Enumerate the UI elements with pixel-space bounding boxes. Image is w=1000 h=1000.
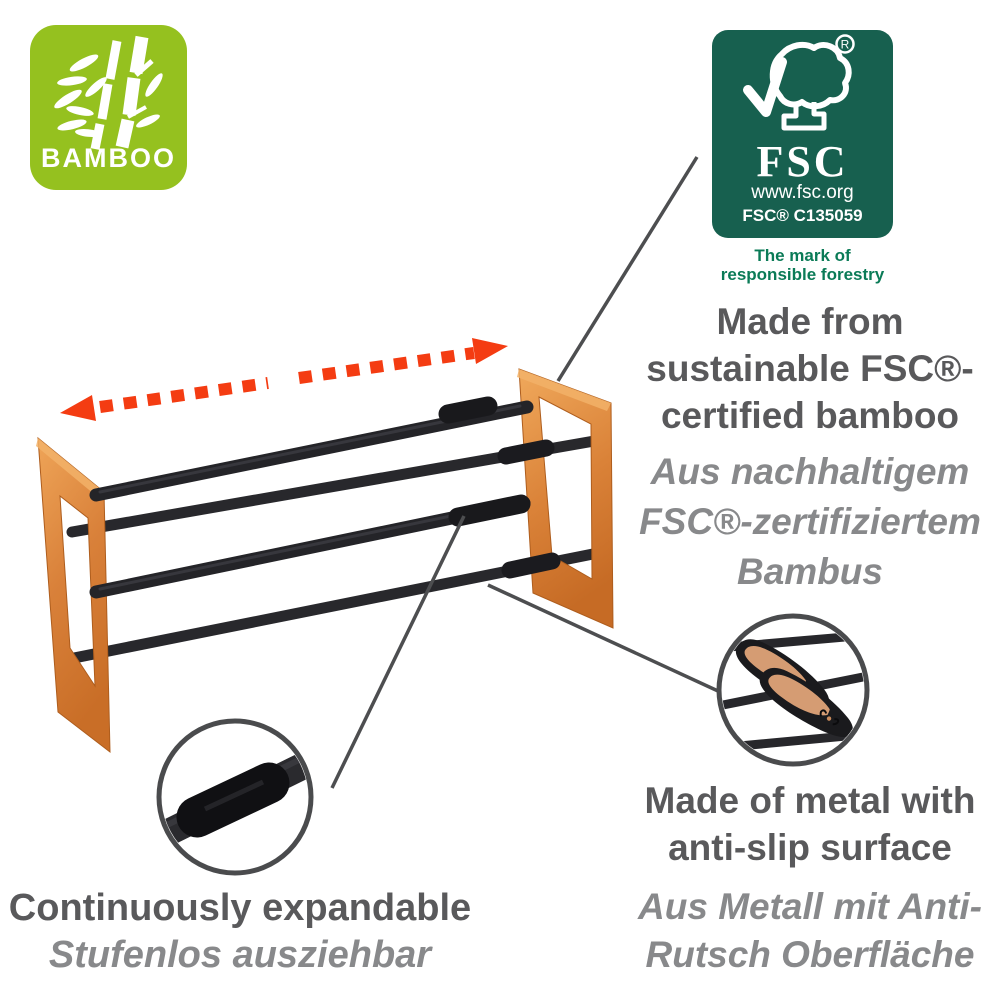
- joint-callout-line: [330, 515, 466, 789]
- fsc-tagline: The mark of responsible forestry: [700, 246, 905, 284]
- bamboo-material-sub-line2: FSC®-zertifiziertem: [639, 501, 981, 542]
- fsc-acronym: FSC: [756, 137, 849, 186]
- fsc-callout-line: [556, 156, 699, 382]
- fsc-website: www.fsc.org: [751, 182, 854, 203]
- bamboo-material-heading-line1: Made from: [716, 301, 904, 342]
- ballet-flats: [735, 639, 853, 737]
- expandable-heading: Continuously expandable: [8, 887, 472, 929]
- expandable-subheading: Stufenlos ausziehbar: [48, 934, 432, 976]
- fsc-tagline-line1: The mark of: [754, 246, 851, 265]
- callout-metal-surface: Made of metal with anti-slip surface Aus…: [622, 777, 998, 979]
- bamboo-frame-left: [36, 436, 111, 754]
- shoes-on-shelf-detail: [716, 613, 870, 767]
- bamboo-icon: [54, 35, 163, 150]
- callout-expandable: Continuously expandable Stufenlos auszie…: [5, 884, 475, 978]
- fsc-badge: R FSC www.fsc.org FSC® C135059: [712, 30, 893, 238]
- rack-front-bars: [89, 396, 534, 599]
- bamboo-material-heading-line3: certified bamboo: [660, 395, 960, 436]
- bamboo-badge-label: BAMBOO: [41, 143, 176, 173]
- metal-heading-line2: anti-slip surface: [668, 827, 952, 868]
- svg-text:R: R: [841, 38, 850, 52]
- fsc-tagline-line2: responsible forestry: [720, 265, 885, 284]
- bamboo-material-sub-line1: Aus nachhaltigem: [650, 451, 970, 492]
- rack-back-bar-sleeves: [497, 439, 561, 579]
- bamboo-badge: BAMBOO: [30, 25, 187, 190]
- bamboo-material-heading-line2: sustainable FSC®-: [646, 348, 974, 389]
- rack-back-bars: [66, 434, 606, 664]
- expansion-arrow-icon: [60, 338, 508, 421]
- telescopic-joint-detail: [156, 718, 314, 876]
- callout-lines: [330, 156, 719, 789]
- bamboo-material-sub-line3: Bambus: [737, 551, 883, 592]
- fsc-license-code: FSC® C135059: [742, 206, 863, 225]
- fsc-tree-icon: R: [743, 34, 855, 131]
- metal-sub-line1: Aus Metall mit Anti-: [638, 886, 982, 927]
- shelf-callout-line: [487, 583, 719, 693]
- metal-heading-line1: Made of metal with: [644, 780, 976, 821]
- metal-sub-line2: Rutsch Oberfläche: [645, 934, 975, 975]
- callout-bamboo-material: Made from sustainable FSC®- certified ba…: [622, 298, 998, 597]
